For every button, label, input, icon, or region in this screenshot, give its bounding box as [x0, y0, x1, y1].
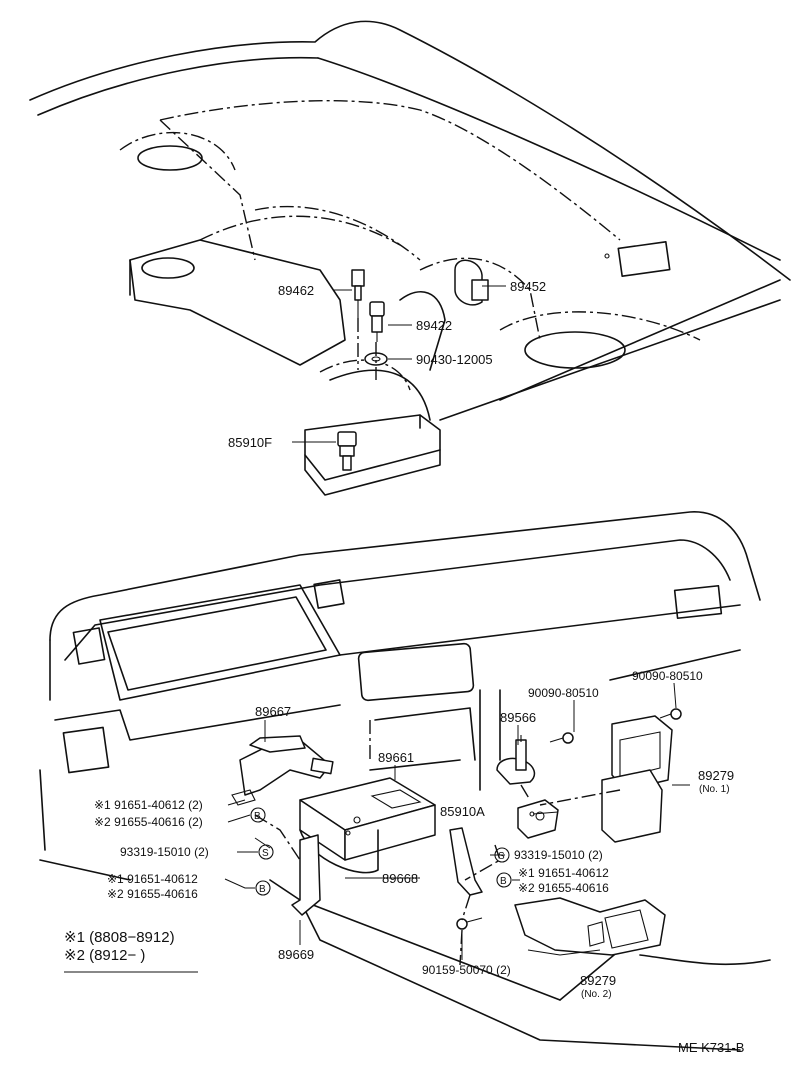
- screw-90090-icon: [549, 732, 574, 744]
- unit-89279-no1-icon: [601, 715, 673, 843]
- label-90159: 90159-50070 (2): [422, 963, 511, 977]
- marker-s-right: S: [494, 847, 510, 863]
- ecu-89661-icon: [299, 777, 436, 874]
- label-90430: 90430-12005: [416, 352, 493, 367]
- svg-text:S: S: [498, 851, 505, 862]
- label-right-93319: 93319-15010 (2): [514, 848, 603, 862]
- sensor-89462-icon: [351, 269, 365, 318]
- marker-b-left: B: [250, 807, 266, 823]
- label-left-91655-b: ※2 91655-40616: [107, 887, 198, 901]
- label-89462: 89462: [278, 283, 314, 298]
- label-85910F: 85910F: [228, 435, 272, 450]
- legend-row-1: ※1 (8808−8912): [64, 929, 175, 946]
- bracket-89668-icon: [449, 827, 483, 896]
- svg-text:B: B: [259, 884, 266, 895]
- marker-b-right: B: [496, 872, 512, 888]
- label-left-91651-b: ※1 91651-40612: [107, 872, 198, 886]
- label-left-91651-a: ※1 91651-40612 (2): [94, 798, 203, 812]
- engine-compartment: [29, 20, 791, 496]
- sensor-89566-icon: [496, 735, 536, 785]
- leader-lines: [224, 682, 690, 960]
- label-89279-no2: 89279: [580, 973, 616, 988]
- screw-90090-right-icon: [659, 708, 682, 720]
- label-89661: 89661: [378, 750, 414, 765]
- label-left-91655-a: ※2 91655-40616 (2): [94, 815, 203, 829]
- label-85910A: 85910A: [440, 804, 485, 819]
- svg-text:B: B: [254, 811, 261, 822]
- svg-text:B: B: [500, 876, 507, 887]
- legend: ※1 (8808−8912) ※2 (8912− ): [64, 929, 198, 973]
- marker-b-left-lower: B: [255, 880, 271, 896]
- bracket-89667-icon: [231, 735, 334, 806]
- switch-85910F-icon: [337, 431, 357, 471]
- label-89279-no1-note: (No. 1): [699, 784, 730, 795]
- label-left-93319: 93319-15010 (2): [120, 845, 209, 859]
- legend-row-2: ※2 (8912− ): [64, 947, 145, 964]
- label-89669: 89669: [278, 947, 314, 962]
- bracket-89669-icon: [291, 834, 321, 916]
- marker-s-left: S: [258, 844, 274, 860]
- relay-89452-icon: [454, 259, 489, 306]
- label-89452: 89452: [510, 279, 546, 294]
- label-89279-no1: 89279: [698, 768, 734, 783]
- label-right-91655: ※2 91655-40616: [518, 881, 609, 895]
- bolt-90159-icon: [456, 917, 483, 930]
- label-90090-a: 90090-80510: [528, 686, 599, 700]
- label-89566: 89566: [500, 710, 536, 725]
- svg-text:S: S: [262, 848, 269, 859]
- sensor-89422-icon: [369, 301, 385, 342]
- label-89279-no2-note: (No. 2): [581, 989, 612, 1000]
- label-89667: 89667: [255, 704, 291, 719]
- label-89668: 89668: [382, 871, 418, 886]
- unit-89279-no2-icon: [514, 897, 666, 956]
- label-89422: 89422: [416, 318, 452, 333]
- label-90090-b: 90090-80510: [632, 669, 703, 683]
- document-code: ME K731-B: [678, 1040, 744, 1055]
- label-right-91651: ※1 91651-40612: [518, 866, 609, 880]
- switch-85910A-icon: [517, 799, 559, 839]
